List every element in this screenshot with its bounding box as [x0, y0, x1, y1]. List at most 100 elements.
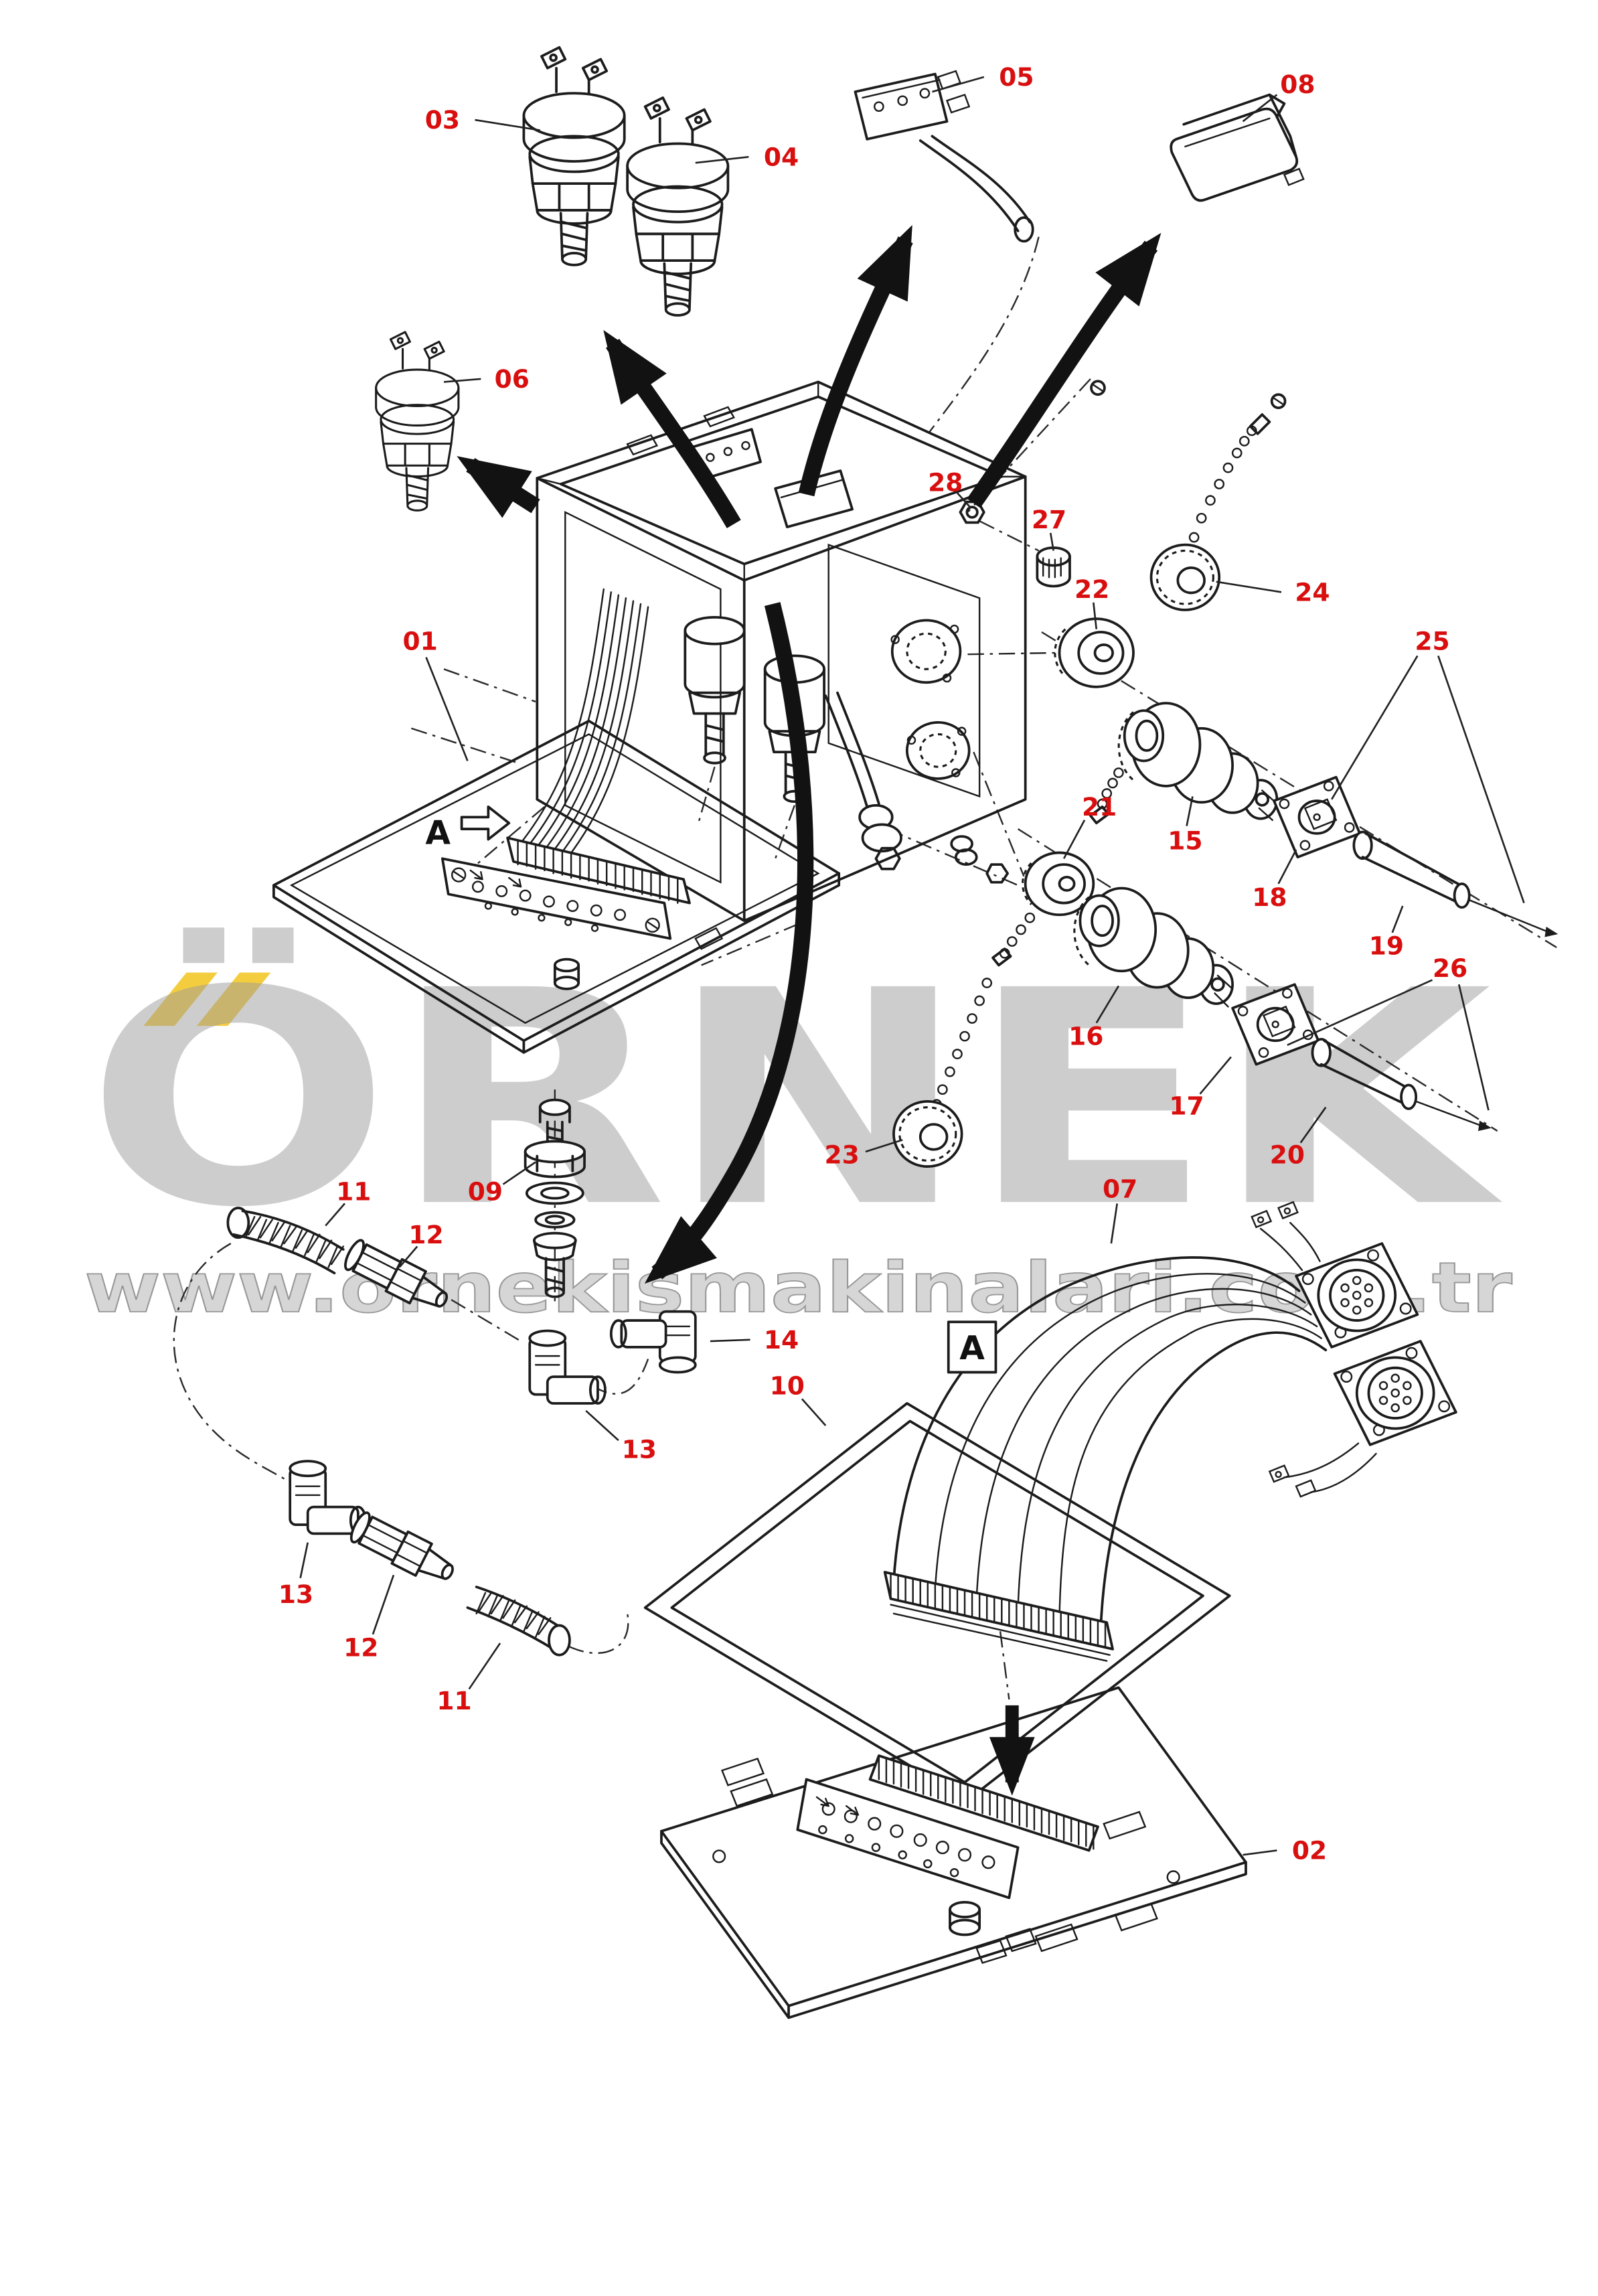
- gasket-10: [643, 1401, 1231, 1802]
- watermark-accent-left: [143, 972, 218, 1026]
- callout-leader-13-27-0: [299, 1542, 309, 1579]
- harness-07: [883, 1201, 1457, 1662]
- callout-leader-13-24-0: [585, 1409, 619, 1442]
- callout-08-3: 08: [1280, 70, 1315, 99]
- arrow-to-fittings: [644, 602, 814, 1284]
- interior-pressure-switch-1: [684, 616, 746, 824]
- harness-plug-1: [1251, 1201, 1419, 1349]
- hose-11-upper: [226, 1207, 345, 1275]
- callout-leader-02-30-0: [1243, 1849, 1277, 1856]
- connector-body-16: [1073, 887, 1234, 1005]
- section-label-box: [947, 1320, 997, 1374]
- callout-16-16: 16: [1068, 1022, 1103, 1051]
- callout-leader-26-15-0: [1287, 979, 1433, 1047]
- elbow-14: [609, 1310, 697, 1374]
- arrow-to-switches: [603, 329, 741, 528]
- callout-04-1: 04: [764, 142, 799, 171]
- watermark-url: www.ornekismakinalari.com.tr: [84, 1247, 1512, 1328]
- callout-26-15: 26: [1433, 953, 1467, 983]
- arrow-to-switch-06: [457, 456, 540, 518]
- callout-18-13: 18: [1252, 883, 1287, 912]
- callout-02-30: 02: [1292, 1836, 1327, 1865]
- section-label-a-boxed: A: [947, 1320, 997, 1374]
- callout-27-6: 27: [1032, 505, 1066, 534]
- plug-27: [1036, 546, 1071, 588]
- circuit-board-02: [660, 1686, 1247, 2019]
- hose-assembly-lower: [289, 1460, 571, 1657]
- fitting-12-lower: [349, 1511, 454, 1580]
- callout-leader-25-9-1: [1437, 655, 1525, 904]
- fitting-12-upper: [344, 1239, 449, 1308]
- watermark-accent-right: [196, 972, 271, 1026]
- callout-01-10: 01: [403, 626, 438, 656]
- callout-leader-08-3-0: [1242, 94, 1278, 123]
- section-label-a-boxed-text: A: [959, 1330, 985, 1367]
- callout-leader-20-18-0: [1299, 1106, 1327, 1144]
- dust-cap-24: [1149, 393, 1287, 611]
- section-label-a-text: A: [425, 815, 451, 852]
- callout-09-20: 09: [468, 1177, 503, 1207]
- callout-leader-21-11-0: [1062, 820, 1086, 859]
- callout-leader-09-20-0: [502, 1161, 536, 1185]
- callout-13-24: 13: [622, 1434, 657, 1464]
- callout-leader-25-9-0: [1331, 655, 1419, 800]
- hose-assembly-upper: [226, 1207, 697, 1405]
- callout-25-9: 25: [1415, 626, 1449, 656]
- relay-08: [1170, 93, 1305, 202]
- callout-05-2: 05: [999, 62, 1034, 92]
- section-labels: A A: [425, 806, 997, 1374]
- callout-leader-05-2-0: [932, 76, 985, 93]
- tray: [272, 719, 841, 1054]
- callout-leader-06-4-0: [443, 378, 481, 383]
- board-terminal-plate: [796, 1778, 1020, 1900]
- elbow-13-upper: [528, 1329, 607, 1405]
- callout-leader-24-8-0: [1216, 581, 1282, 593]
- pressure-switch-04: [626, 96, 730, 317]
- callout-11-21: 11: [336, 1177, 371, 1207]
- pin-assembly-19: [1352, 830, 1559, 937]
- callout-leader-11-21-0: [325, 1203, 345, 1227]
- section-arrow-icon: [460, 806, 511, 841]
- coupling-ring-22: [1054, 617, 1135, 688]
- pressure-switch-06: [375, 331, 460, 512]
- elbow-13-lower: [289, 1460, 367, 1535]
- screw-top: [1090, 380, 1106, 396]
- fitting-stack-09: [524, 1098, 586, 1298]
- callout-leader-07-26-0: [1110, 1203, 1119, 1244]
- board-edge-connector: [868, 1754, 1099, 1852]
- callout-24-8: 24: [1295, 577, 1330, 607]
- callout-21-11: 21: [1082, 792, 1117, 822]
- callout-10-25: 10: [770, 1371, 805, 1400]
- connector-body-15: [1089, 702, 1279, 825]
- harness-edge-connector: [883, 1571, 1114, 1662]
- connector-chain-lower: [892, 851, 1492, 1168]
- callout-19-14: 19: [1369, 931, 1404, 961]
- callout-leader-18-13-0: [1277, 849, 1297, 885]
- hose-11-lower: [466, 1586, 571, 1657]
- callout-leader-27-6-0: [1049, 532, 1054, 551]
- callout-leader-19-14-0: [1391, 905, 1404, 933]
- callout-leader-28-5-0: [957, 492, 971, 509]
- panel-hole-lower: [905, 721, 971, 780]
- micro-switch-05: [854, 70, 1034, 243]
- section-label-a-arrow: A: [425, 806, 511, 852]
- pressure-switch-03: [522, 46, 626, 266]
- callout-14-23: 14: [764, 1325, 799, 1355]
- callout-leader-16-16-0: [1095, 985, 1120, 1024]
- callout-leader-14-23-0: [710, 1338, 750, 1343]
- board-capacitor: [949, 1901, 981, 1936]
- callout-07-26: 07: [1103, 1174, 1137, 1203]
- callout-leader-26-15-1: [1457, 984, 1490, 1111]
- callout-20-18: 20: [1270, 1140, 1305, 1169]
- callout-06-4: 06: [495, 364, 530, 394]
- callout-leader-23-19-0: [865, 1139, 903, 1153]
- callout-17-17: 17: [1169, 1091, 1204, 1120]
- coupling-ring-21: [991, 851, 1095, 967]
- callout-11-29: 11: [436, 1686, 471, 1715]
- callout-13-27: 13: [278, 1580, 313, 1609]
- callout-12-22: 12: [408, 1220, 443, 1249]
- callout-leader-15-12-0: [1186, 796, 1194, 826]
- tray-terminal-strip: [441, 857, 672, 940]
